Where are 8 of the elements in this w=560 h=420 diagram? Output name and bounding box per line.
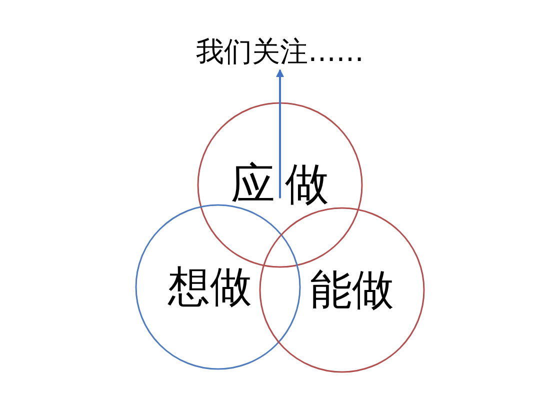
arrow xyxy=(276,69,284,198)
circle-label: 想做 xyxy=(168,266,252,308)
circle-label: 应做 xyxy=(231,163,339,207)
venn-circle xyxy=(197,102,363,268)
heading-text: 我们关注…… xyxy=(180,34,380,70)
venn-circle xyxy=(135,204,301,370)
circle-label: 能做 xyxy=(310,269,394,311)
venn-circle xyxy=(259,207,425,373)
